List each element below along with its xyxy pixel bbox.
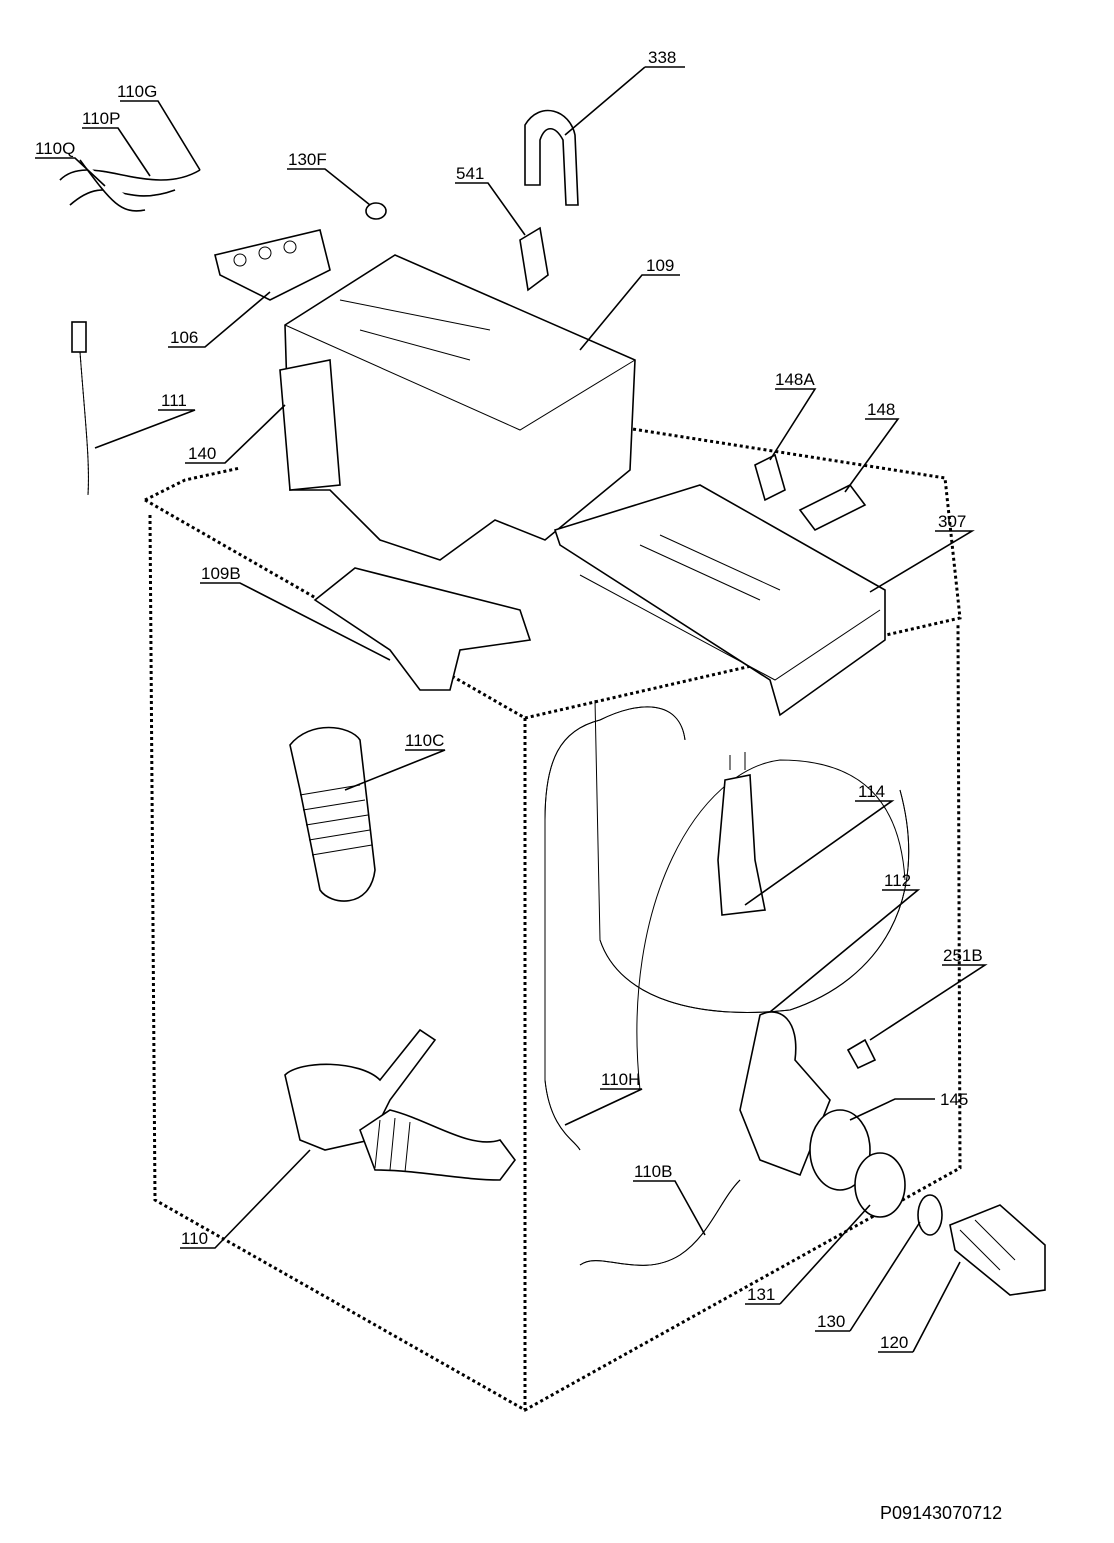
leader-lines <box>35 66 988 1353</box>
label-541: 541 <box>456 164 484 183</box>
label-338: 338 <box>648 48 676 67</box>
hose-338 <box>524 109 579 206</box>
sump-hose-110 <box>284 1028 516 1181</box>
channel-109b <box>313 567 532 691</box>
bellows-110c <box>289 726 376 902</box>
label-110b: 110B <box>634 1162 672 1181</box>
label-110h: 110H <box>601 1070 640 1089</box>
label-109: 109 <box>646 256 674 275</box>
label-111: 111 <box>161 391 187 410</box>
label-148a: 148A <box>775 370 815 389</box>
label-110g: 110G <box>117 82 157 101</box>
dispenser-housing-109-140 <box>279 254 636 561</box>
drawer-307 <box>553 484 886 717</box>
hoses-112-110h <box>544 699 910 1151</box>
ring-130f <box>365 202 387 220</box>
label-110q: 110Q <box>35 139 75 158</box>
hose-111 <box>71 321 89 496</box>
label-110p: 110P <box>82 109 120 128</box>
pump-145 <box>739 1011 906 1218</box>
diagram-code: P09143070712 <box>880 1503 1003 1523</box>
lever-148a <box>754 453 786 502</box>
part-labels: 338 110G 110P 110Q 130F 541 109 106 111 … <box>35 48 983 1352</box>
gasket-130 <box>917 1194 943 1236</box>
valve-106 <box>214 229 331 301</box>
label-120: 120 <box>880 1333 908 1352</box>
label-131: 131 <box>747 1285 775 1304</box>
label-148: 148 <box>867 400 895 419</box>
label-307: 307 <box>938 512 966 531</box>
clip-251b <box>846 1038 877 1070</box>
label-106: 106 <box>170 328 198 347</box>
label-114: 114 <box>858 782 885 801</box>
label-251b: 251B <box>943 946 983 965</box>
label-140: 140 <box>188 444 216 463</box>
clip-541 <box>519 226 549 292</box>
label-130: 130 <box>817 1312 845 1331</box>
cabinet-outline <box>144 418 962 1412</box>
label-112: 112 <box>884 871 911 890</box>
hose-110b <box>579 1179 741 1266</box>
hoses-110g-110p-110q <box>59 159 201 212</box>
label-130f: 130F <box>288 150 327 169</box>
pressure-chamber-114 <box>717 752 766 916</box>
label-110: 110 <box>181 1229 208 1248</box>
label-110c: 110C <box>405 731 444 750</box>
label-109b: 109B <box>201 564 241 583</box>
filter-120 <box>949 1204 1046 1296</box>
label-145: 145 <box>940 1090 968 1109</box>
handle-148 <box>798 483 867 532</box>
